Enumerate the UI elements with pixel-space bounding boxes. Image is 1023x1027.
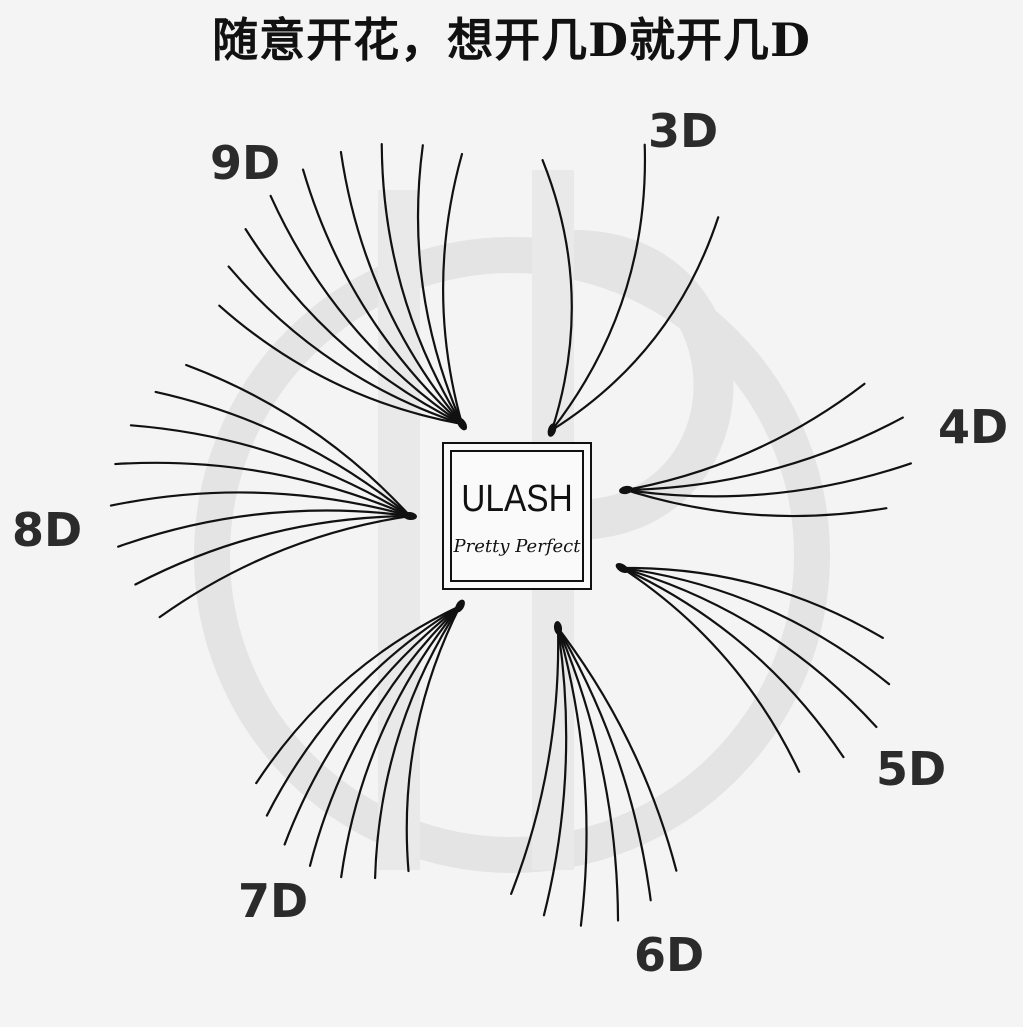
lash-strand — [620, 566, 845, 759]
headline: 随意开花，想开几D就开几D — [212, 13, 811, 67]
fan-base — [547, 423, 557, 437]
label-3d: 3D — [648, 104, 719, 158]
fan-4d — [619, 382, 912, 518]
label-5d: 5D — [876, 742, 947, 796]
lash-strand — [340, 604, 462, 879]
lash-strand — [154, 390, 412, 518]
lash-strand — [244, 228, 464, 426]
lash-strand — [416, 144, 464, 426]
lash-strand — [624, 462, 912, 498]
fan-9d — [218, 142, 468, 431]
lash-strand — [185, 363, 412, 518]
lash-strand — [550, 216, 720, 432]
lash-strand — [624, 382, 866, 492]
lash-strand — [556, 626, 588, 927]
fan-base — [403, 511, 417, 521]
lash-strand — [620, 566, 878, 729]
lash-strand — [510, 626, 560, 895]
fan-6d — [510, 621, 678, 927]
lash-strand — [114, 461, 412, 518]
label-8d: 8D — [12, 503, 83, 557]
fan-base — [619, 485, 633, 495]
lash-strand — [339, 150, 464, 426]
lash-strand — [620, 566, 891, 686]
lash-strand — [556, 626, 678, 872]
fan-3d — [541, 143, 720, 437]
fan-8d — [109, 363, 417, 619]
label-7d: 7D — [238, 874, 309, 928]
lash-strand — [624, 488, 888, 518]
fan-base — [455, 599, 465, 613]
lash-strand — [556, 626, 652, 902]
lash-strand — [442, 152, 464, 426]
lash-strand — [265, 604, 462, 817]
lash-strand — [556, 626, 620, 922]
lash-strand — [109, 491, 412, 518]
lash-strand — [550, 143, 647, 432]
lash-strand — [255, 604, 462, 785]
lash-strand — [158, 514, 412, 619]
lash-strand — [542, 626, 568, 917]
fan-base — [553, 621, 563, 635]
lash-strand — [373, 604, 462, 880]
lash-strand — [129, 424, 412, 518]
lash-strand — [405, 604, 462, 873]
watermark-logo — [194, 170, 830, 873]
brand-tagline: Pretty Perfect — [453, 536, 581, 557]
lash-strand — [620, 566, 884, 639]
lash-strand — [283, 604, 462, 846]
lash-strand — [227, 265, 464, 426]
lash-strand — [380, 142, 464, 426]
label-6d: 6D — [634, 928, 705, 982]
lash-strand — [134, 514, 412, 586]
lash-strand — [117, 509, 412, 548]
brand-logo-inner-frame: ULASH Pretty Perfect — [450, 450, 584, 582]
fan-5d — [615, 562, 891, 773]
lash-strand — [620, 566, 801, 773]
fan-7d — [255, 599, 465, 880]
lash-strand — [624, 416, 904, 492]
lash-fans — [109, 142, 912, 927]
lash-strand — [269, 194, 464, 426]
label-4d: 4D — [938, 400, 1009, 454]
lash-strand — [541, 159, 573, 432]
lash-strand — [218, 304, 464, 426]
brand-name: ULASH — [461, 478, 573, 520]
lash-strand — [301, 168, 464, 426]
fan-base — [456, 417, 468, 431]
brand-logo: ULASH Pretty Perfect — [442, 442, 592, 590]
lash-strand — [308, 604, 462, 867]
fan-base — [615, 562, 629, 574]
label-9d: 9D — [210, 136, 281, 190]
